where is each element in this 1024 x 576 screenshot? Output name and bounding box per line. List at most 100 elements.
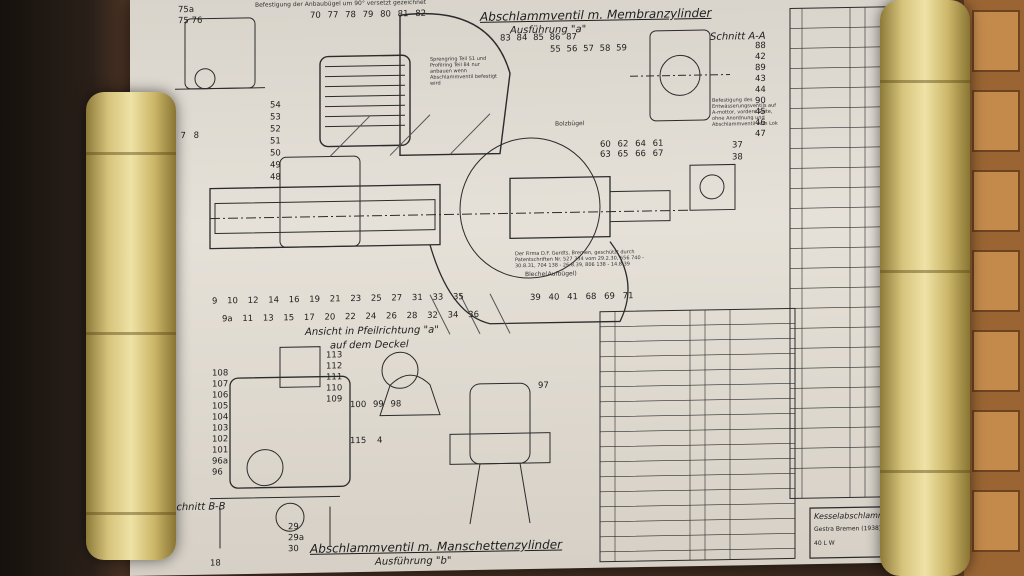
part-number: 64 [635,138,646,150]
part-number: 111 [326,372,343,383]
view-arrow-label: Ansicht in Pfeilrichtung "a" [305,324,439,338]
roll-band [86,332,176,335]
lower-valve-assembly [210,346,551,549]
part-number: 10 [227,296,238,307]
wooden-shelf [964,0,1024,576]
title-block-maker: Gestra Bremen (1938) [814,524,882,534]
roll-band [880,470,970,473]
shelf-slot [972,410,1020,472]
part-number: 100 [350,399,367,411]
note-spring: Sprengring Teil 51 und Profilring Teil 8… [430,55,498,87]
part-number: 38 [732,152,743,163]
part-number: 89 [755,62,766,74]
part-number: 75 [178,15,189,27]
part-number: 19 [309,294,321,305]
part-numbers-b-bottom: 29 29a 30 [288,522,318,556]
part-numbers-left-col: 54 53 52 51 50 49 48 [270,99,290,183]
part-number: 82 [415,8,427,20]
part-number: 59 [616,43,627,54]
part-number: 43 [755,73,766,85]
parts-list-middle [599,307,796,563]
part-numbers-b-right: 97 [538,381,549,391]
paper-roll-left [86,92,176,560]
top-left-detail-view [175,17,265,90]
part-number: 20 [324,312,336,323]
shelf-slot [972,490,1020,552]
part-numbers-right-col: 88 42 89 43 44 90 45 46 47 [755,41,785,141]
part-numbers-b-mid2: 115 4 [350,436,382,447]
part-number: 52 [270,124,281,135]
shelf-slot [972,330,1020,392]
part-number: 62 [617,139,629,150]
part-number: 48 [270,172,281,183]
part-number: 66 [635,148,646,160]
part-number: 18 [210,558,221,569]
part-number: 110 [326,383,343,394]
part-number: 112 [326,361,343,372]
part-number: 46 [755,117,766,129]
roll-band [86,512,176,515]
parts-list-right [789,5,911,499]
part-number: 102 [212,434,229,445]
part-number: 67 [652,148,664,159]
title-block-code: 40 L W [814,539,835,548]
section-bb-label: Schnitt B-B [170,501,226,514]
part-number: 29a [288,532,305,544]
part-numbers-low-right: 39 40 41 68 69 71 [530,291,633,303]
part-number: 99 [372,399,384,410]
part-number: 51 [270,136,281,147]
part-number: 31 [411,292,423,304]
part-numbers-75: 75a 75 76 [178,4,218,27]
part-number: 9 [212,296,218,307]
part-number: 17 [303,312,315,323]
part-number: 58 [599,43,611,54]
part-number: 8 [193,130,200,141]
roll-band [86,152,176,155]
part-number: 97 [538,380,549,391]
part-number: 101 [212,445,229,456]
shelf-slot [972,90,1020,152]
part-number-18: 18 [210,558,221,568]
part-number: 80 [380,9,391,20]
part-number: 13 [262,313,274,324]
part-number: 85 [533,32,544,43]
part-number: 23 [350,293,362,305]
part-number: 87 [566,32,577,43]
part-number: 70 [310,10,321,21]
part-number: 50 [270,148,281,159]
part-number: 90 [755,95,766,107]
part-number: 27 [391,293,403,304]
part-numbers-top-row: 70 77 78 79 80 81 82 [310,9,426,21]
part-number: 105 [212,401,229,412]
part-number: 55 [550,44,561,55]
part-number: 14 [268,295,280,306]
label-bolt: Bolzbügel [555,120,585,128]
part-number: 98 [390,399,402,410]
variant-bottom: Ausführung "b" [375,555,452,568]
part-number: 68 [585,291,597,303]
main-valve-assembly [209,12,690,335]
part-number: 39 [530,292,541,304]
flange-detail [689,163,736,211]
part-number: 65 [617,149,629,160]
part-number: 88 [755,40,766,52]
part-number: 86 [549,32,561,43]
part-numbers-right-small: 37 38 [732,139,752,163]
part-number: 69 [604,291,615,302]
part-number: 35 [452,292,464,303]
part-number: 103 [212,423,229,434]
shelf-slot [972,10,1020,72]
part-number: 37 [732,140,743,151]
part-number: 22 [344,312,356,323]
part-number: 11 [242,313,254,325]
part-number: 29 [288,522,299,533]
part-number: 49 [270,160,281,171]
roll-band [880,80,970,83]
part-numbers-b-left: 108 107 106 105 104 103 102 101 96a 96 [212,368,242,479]
part-number: 12 [247,295,259,306]
part-number: 113 [326,350,343,361]
part-number: 60 [600,139,611,150]
paper-roll-right [880,0,970,576]
drawing-linework [175,5,911,563]
part-numbers-top-mid2: 55 56 57 58 59 [550,43,627,54]
